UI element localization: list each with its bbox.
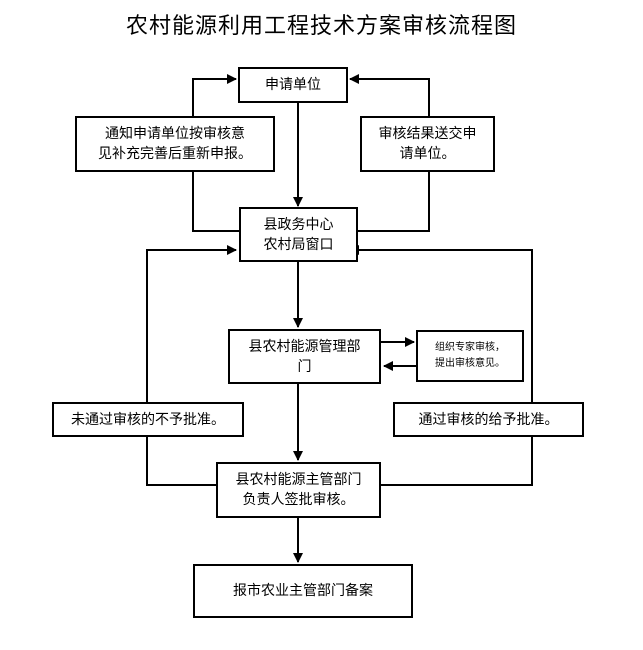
node-filing-label: 报市农业主管部门备案	[233, 583, 373, 599]
node-send-result: 审核结果送交申 请单位。	[360, 116, 495, 172]
node-applicant-label: 申请单位	[265, 77, 321, 93]
node-send-result-label: 审核结果送交申 请单位。	[378, 126, 477, 162]
node-leader-approve: 县农村能源主管部门 负责人签批审核。	[216, 462, 381, 518]
node-approved-label: 通过审核的给予批准。	[418, 411, 559, 428]
node-county-center: 县政务中心 农村局窗口	[239, 207, 358, 262]
loop-not-approved	[146, 245, 237, 486]
node-leader-approve-label: 县农村能源主管部门 负责人签批审核。	[235, 472, 362, 508]
node-notify-resubmit: 通知申请单位按审核意 见补充完善后重新申报。	[75, 116, 275, 172]
node-county-center-label: 县政务中心 农村局窗口	[263, 216, 334, 253]
node-expert-review: 组织专家审核， 提出审核意见。	[416, 330, 524, 382]
node-expert-review-label: 组织专家审核， 提出审核意见。	[435, 342, 505, 369]
node-filing: 报市农业主管部门备案	[193, 564, 413, 618]
node-applicant: 申请单位	[238, 67, 348, 103]
page-title: 农村能源利用工程技术方案审核流程图	[125, 14, 517, 39]
node-approved: 通过审核的给予批准。	[393, 402, 584, 437]
loop-approved	[349, 245, 533, 486]
node-not-approved: 未通过审核的不予批准。	[52, 402, 244, 437]
node-energy-dept-label: 县农村能源管理部 门	[248, 338, 361, 375]
node-not-approved-label: 未通过审核的不予批准。	[71, 411, 225, 428]
node-notify-resubmit-label: 通知申请单位按审核意 见补充完善后重新申报。	[98, 126, 252, 162]
node-energy-dept: 县农村能源管理部 门	[228, 329, 381, 384]
